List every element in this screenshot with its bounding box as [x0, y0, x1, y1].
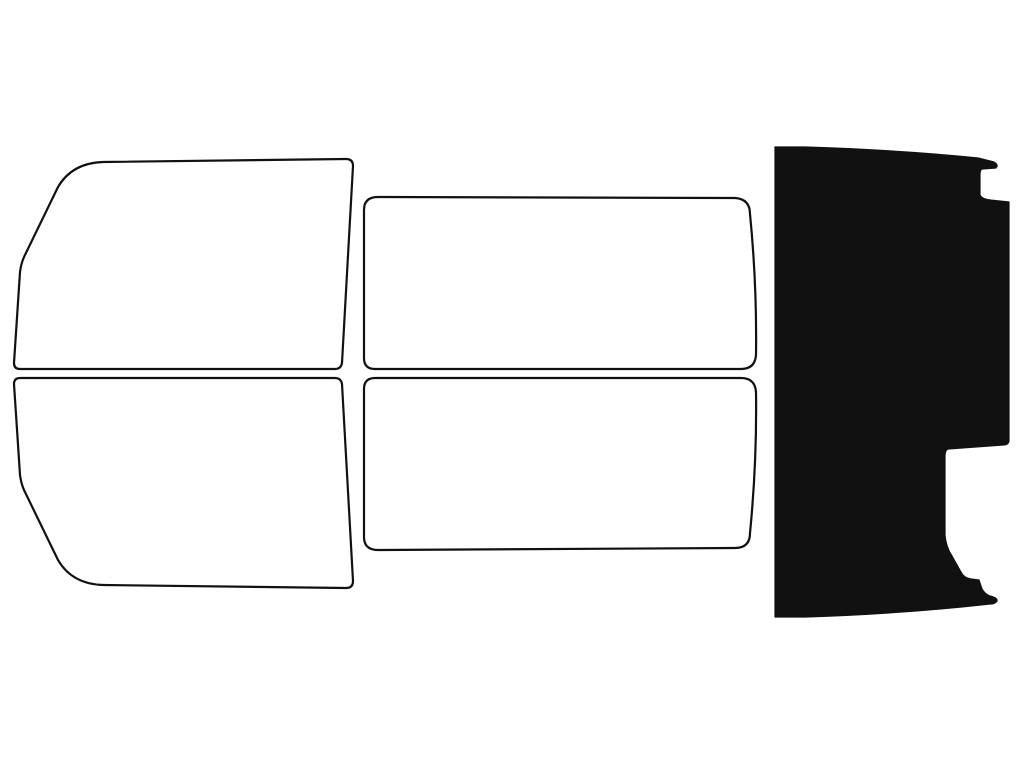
rear-left-door-window	[362, 195, 758, 371]
front-right-door-window	[12, 376, 355, 590]
rear-windshield	[774, 146, 1010, 618]
rear-right-door-window	[362, 376, 758, 552]
front-left-door-window	[12, 157, 355, 371]
